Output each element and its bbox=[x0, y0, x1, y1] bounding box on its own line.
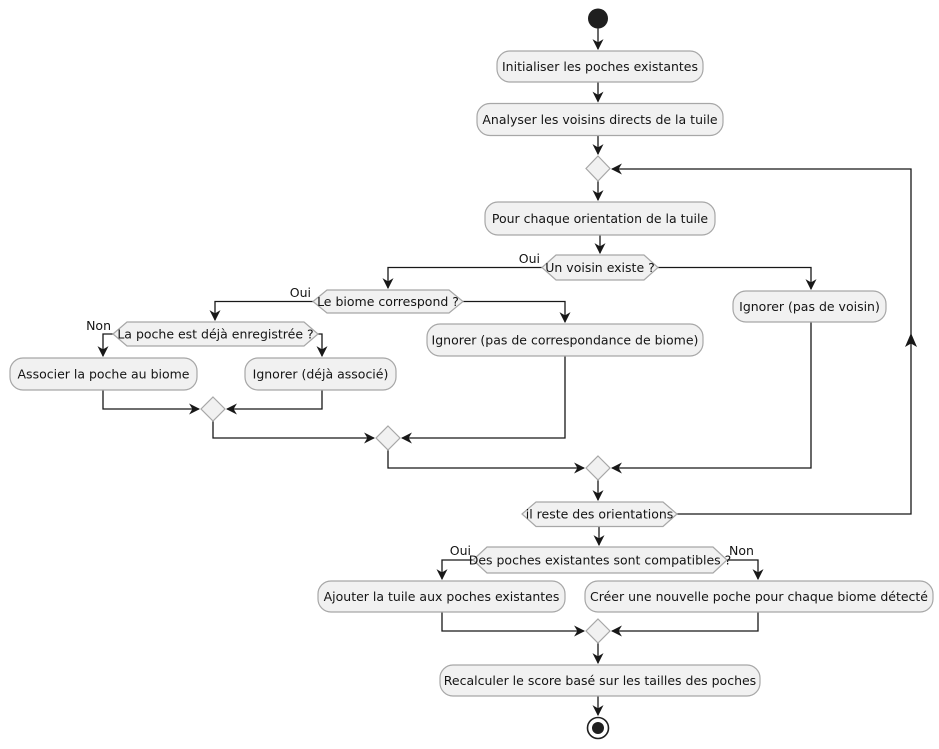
decision-reste-orientations: il reste des orientations bbox=[521, 501, 678, 528]
edge-merge1-to-merge2 bbox=[212, 421, 376, 444]
decision-biome-hex bbox=[312, 289, 464, 314]
activity-ajouter-box bbox=[317, 580, 566, 613]
merge-diamond-top bbox=[585, 155, 611, 182]
edge-biome-else-to-ignorer-biome bbox=[463, 300, 571, 324]
activity-recalculer: Recalculer le score basé sur les tailles… bbox=[439, 664, 761, 697]
activity-ignorer-pas-biome: Ignorer (pas de correspondance de biome) bbox=[426, 323, 704, 357]
edge-un-voisin-oui-to-biome bbox=[382, 266, 542, 290]
merge-diamond-3 bbox=[585, 455, 611, 481]
branch-labels: Oui Oui Non Oui Non bbox=[86, 251, 754, 558]
decision-biome-correspond: Le biome correspond ? bbox=[312, 289, 464, 314]
label-non-compatibles: Non bbox=[729, 543, 754, 558]
decision-poches-compatibles: Des poches existantes sont compatibles ? bbox=[469, 546, 732, 574]
end-circle-dot bbox=[592, 722, 604, 734]
activity-ignorer-pas-biome-label: Ignorer (pas de correspondance de biome) bbox=[432, 332, 699, 347]
activity-ignorer-deja-associe-box bbox=[244, 357, 397, 391]
activity-ignorer-pas-biome-box bbox=[426, 323, 704, 357]
edge-ignorer-associe-to-merge1 bbox=[225, 390, 323, 415]
edge-compatibles-oui-to-ajouter bbox=[436, 559, 473, 581]
activity-ignorer-deja-associe-label: Ignorer (déjà associé) bbox=[253, 366, 389, 381]
edge-ajouter-to-merge4 bbox=[441, 612, 586, 637]
decision-un-voisin-hex bbox=[541, 254, 659, 281]
decision-orientations-hex bbox=[521, 501, 678, 528]
decision-poche-hex bbox=[112, 321, 319, 347]
merge-diamond-1 bbox=[200, 396, 226, 422]
activity-creer-label: Créer une nouvelle poche pour chaque bio… bbox=[590, 589, 928, 604]
edge-creer-to-merge4 bbox=[610, 612, 759, 637]
decision-un-voisin-existe: Un voisin existe ? bbox=[541, 254, 659, 281]
activity-init: Initialiser les poches existantes bbox=[496, 50, 704, 83]
activity-init-box bbox=[496, 50, 704, 83]
edge-ignorer-biome-to-merge2 bbox=[400, 356, 566, 444]
edge-ignorer-voisin-to-merge3 bbox=[610, 322, 812, 474]
activity-ignorer-pas-voisin-box bbox=[732, 290, 887, 323]
merge-diamond-2 bbox=[375, 425, 401, 451]
edges bbox=[97, 28, 917, 717]
label-oui-compatibles: Oui bbox=[450, 543, 471, 558]
activity-analyser-box bbox=[476, 102, 724, 137]
activity-ignorer-pas-voisin: Ignorer (pas de voisin) bbox=[732, 290, 887, 323]
activity-creer: Créer une nouvelle poche pour chaque bio… bbox=[584, 580, 934, 613]
activity-ajouter-label: Ajouter la tuile aux poches existantes bbox=[324, 589, 560, 604]
activity-init-label: Initialiser les poches existantes bbox=[502, 59, 698, 74]
edge-poche-non-to-associer bbox=[97, 333, 113, 358]
activity-analyser-label: Analyser les voisins directs de la tuile bbox=[482, 112, 718, 127]
decision-orientations-label: il reste des orientations bbox=[526, 506, 674, 521]
activity-associer-box bbox=[9, 357, 198, 391]
start-circle bbox=[588, 8, 608, 29]
edge-poche-else-to-ignorer-associe bbox=[316, 333, 328, 358]
decision-un-voisin-label: Un voisin existe ? bbox=[545, 260, 655, 275]
activity-recalculer-label: Recalculer le score basé sur les tailles… bbox=[444, 673, 756, 688]
loop-back-up-arrowhead bbox=[905, 333, 917, 347]
edge-merge2-to-merge3 bbox=[387, 450, 586, 474]
start-node bbox=[588, 8, 608, 29]
activity-analyser: Analyser les voisins directs de la tuile bbox=[476, 102, 724, 137]
edge-un-voisin-else-to-ignorer-voisin bbox=[658, 266, 817, 291]
label-oui-un-voisin: Oui bbox=[519, 251, 540, 266]
activity-creer-box bbox=[584, 580, 934, 613]
activity-ignorer-deja-associe: Ignorer (déjà associé) bbox=[244, 357, 397, 391]
decision-poche-enregistree: La poche est déjà enregistrée ? bbox=[112, 321, 319, 347]
label-non-poche: Non bbox=[86, 318, 111, 333]
edge-biome-oui-to-poche bbox=[209, 300, 313, 322]
merge-diamond-4 bbox=[585, 618, 611, 644]
decision-compatibles-hex bbox=[472, 546, 728, 574]
decision-poche-label: La poche est déjà enregistrée ? bbox=[117, 326, 313, 341]
activity-associer: Associer la poche au biome bbox=[9, 357, 198, 391]
activity-pour-chaque: Pour chaque orientation de la tuile bbox=[484, 201, 716, 236]
activity-ajouter: Ajouter la tuile aux poches existantes bbox=[317, 580, 566, 613]
end-node bbox=[586, 716, 610, 740]
activity-associer-label: Associer la poche au biome bbox=[18, 366, 190, 381]
activity-recalculer-box bbox=[439, 664, 761, 697]
label-oui-biome: Oui bbox=[290, 285, 311, 300]
edge-compatibles-non-to-creer bbox=[727, 559, 764, 581]
decision-compatibles-label: Des poches existantes sont compatibles ? bbox=[469, 552, 732, 567]
activity-pour-chaque-label: Pour chaque orientation de la tuile bbox=[492, 211, 709, 226]
activity-pour-chaque-box bbox=[484, 201, 716, 236]
decision-biome-label: Le biome correspond ? bbox=[317, 294, 459, 309]
edge-associer-to-merge1 bbox=[102, 390, 201, 415]
activity-ignorer-pas-voisin-label: Ignorer (pas de voisin) bbox=[739, 299, 880, 314]
